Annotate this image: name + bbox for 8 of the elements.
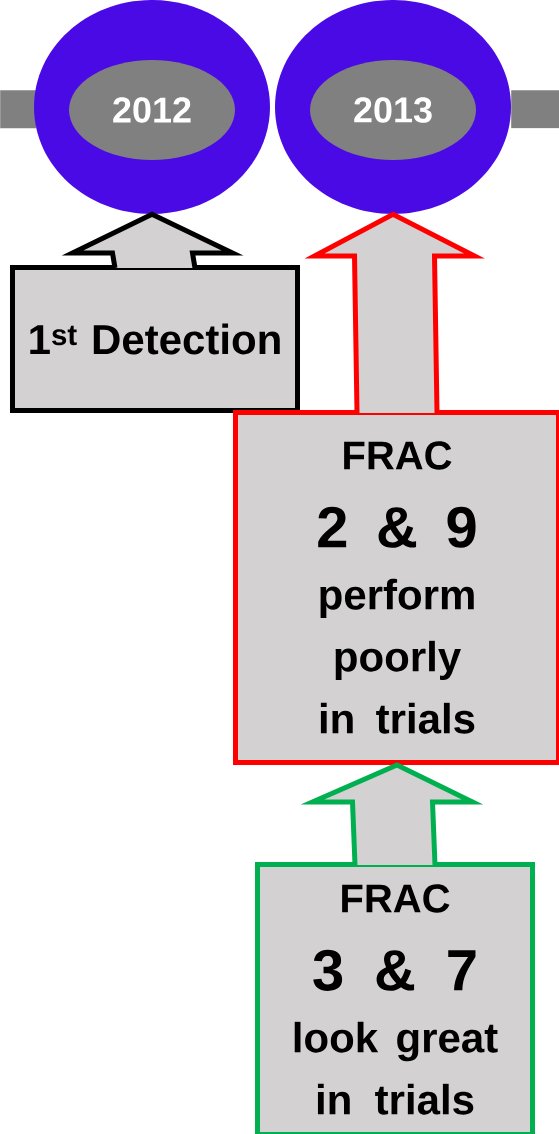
callout-box: FRAC 2 & 9 perform poorly in trials [233,410,559,765]
arrow [304,211,485,416]
callout-box: 1$^{st}$ Detection [10,265,300,413]
callout-box: FRAC 3 & 7 look great in trials [255,862,535,1134]
timeline-bar [0,90,37,129]
timeline-bar [511,90,559,129]
arrow [61,211,244,271]
arrow [300,762,484,868]
